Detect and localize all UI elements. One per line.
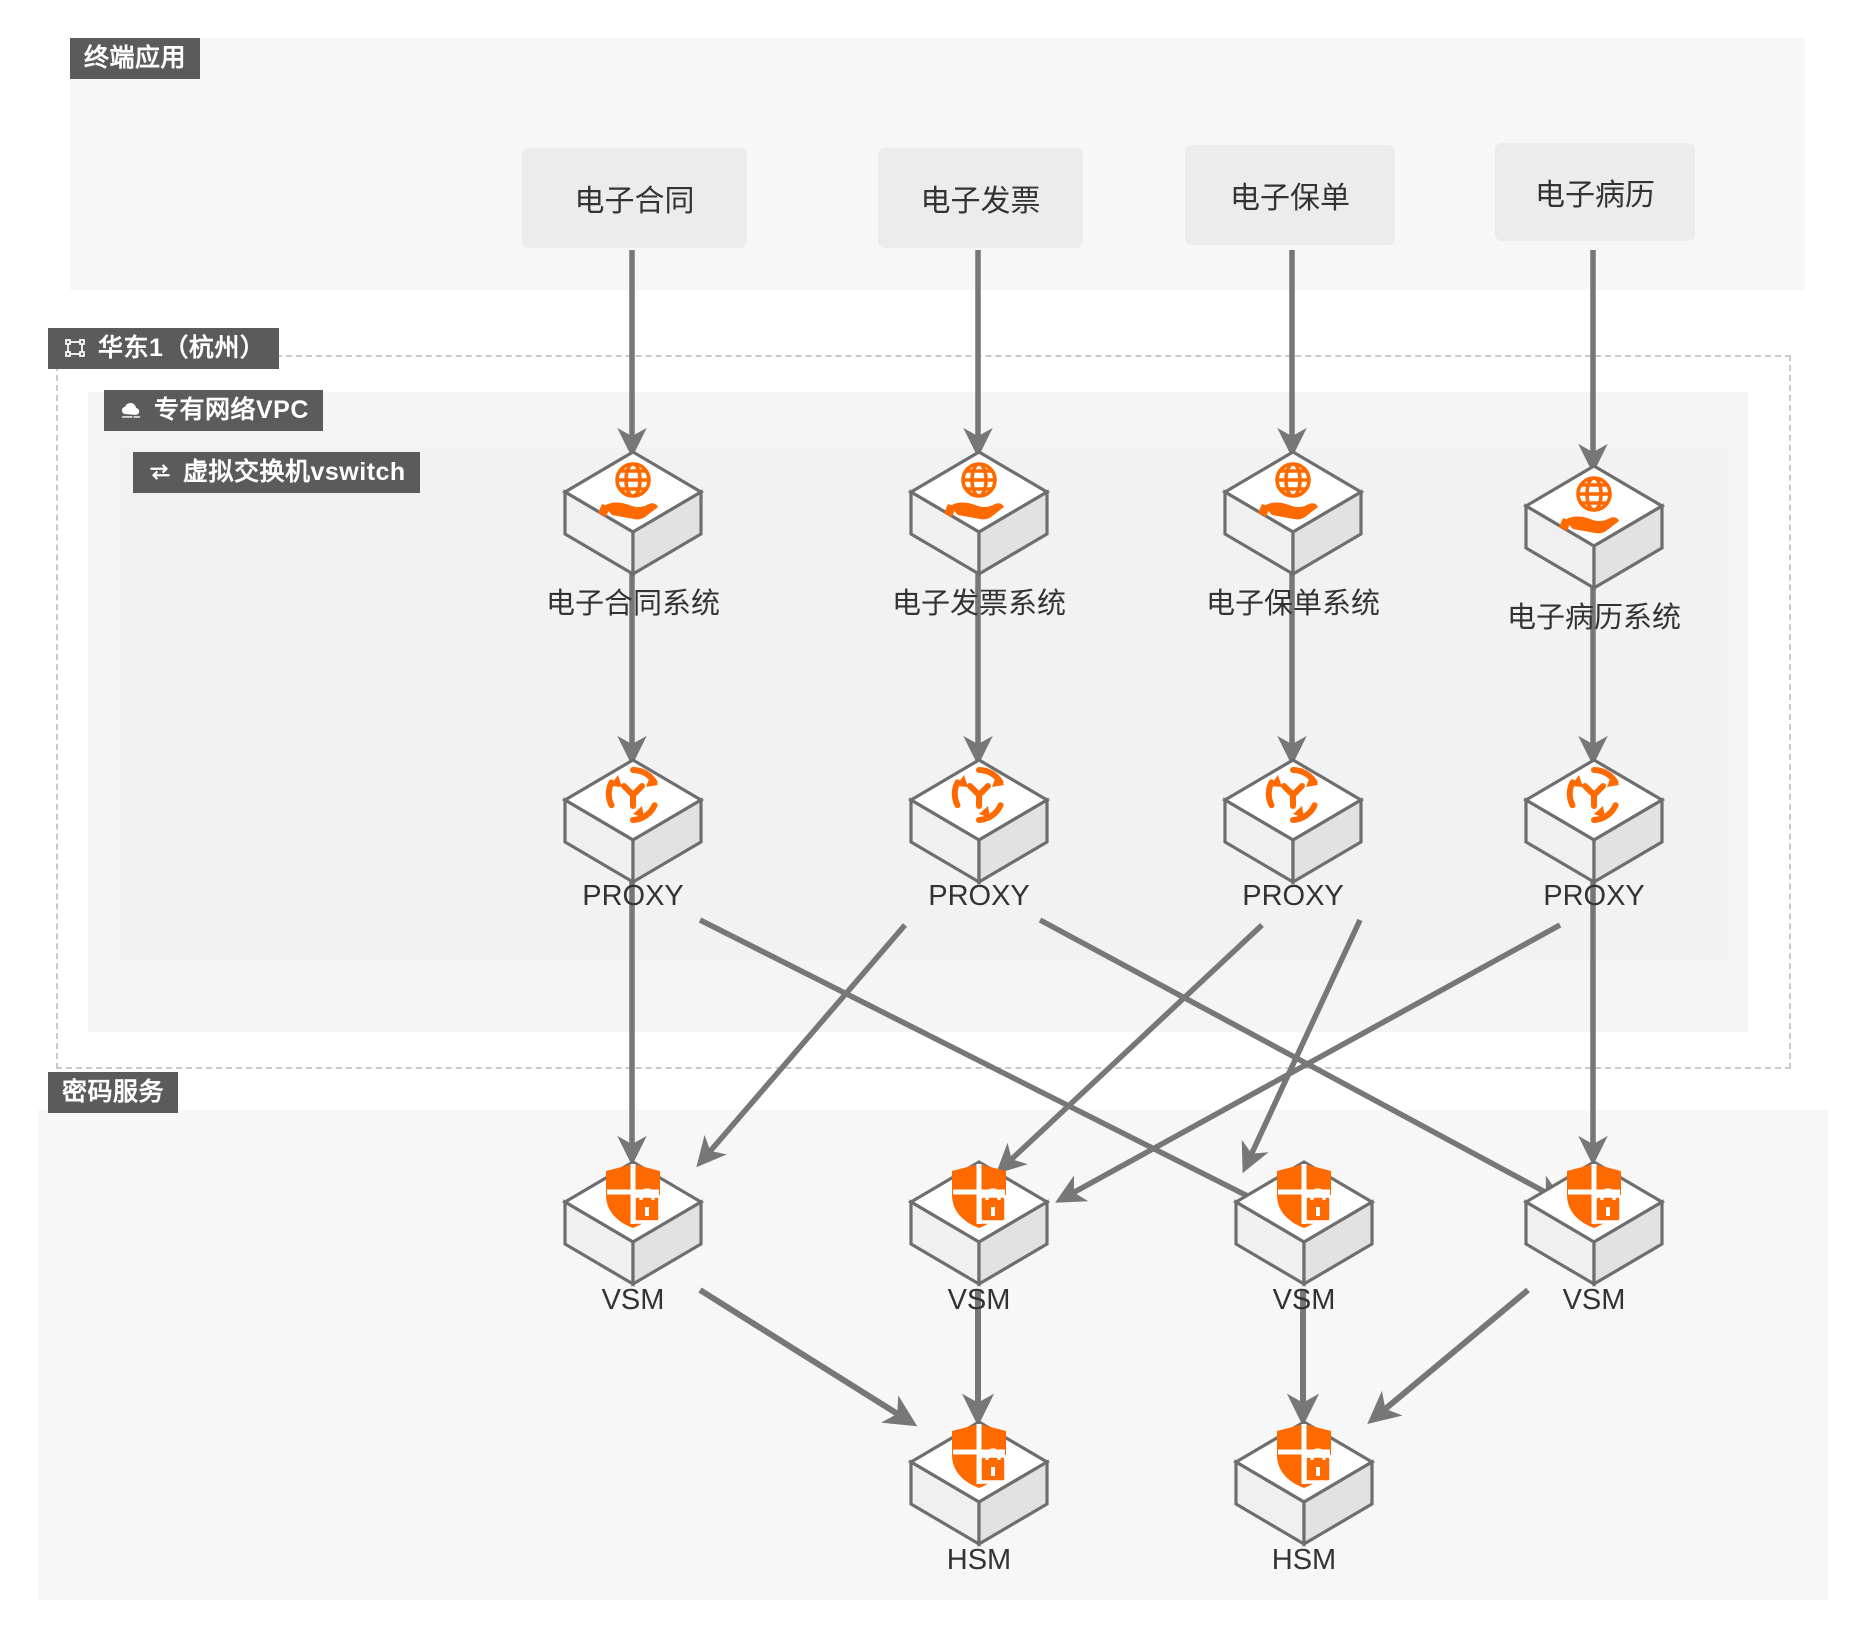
section-tag-terminal-app: 终端应用 [70,38,201,79]
node-vsm-2[interactable]: VSM [906,1158,1052,1316]
section-label: 终端应用 [84,44,187,72]
shield-lock-icon [946,1162,1012,1230]
node-label: VSM [1562,1284,1626,1316]
region-icon [62,335,88,361]
node-hsm-1[interactable]: HSM [906,1418,1052,1576]
section-label: 密码服务 [62,1078,165,1106]
node-sys-contract[interactable]: 电子合同系统 [546,448,720,620]
node-label: 电子发票系统 [891,588,1067,620]
app-label: 电子发票 [920,185,1041,218]
globe-hand-icon [1254,460,1332,526]
node-label: PROXY [928,880,1030,912]
node-proxy-2[interactable]: PROXY [906,756,1052,912]
node-label: HSM [946,1544,1012,1576]
section-label: 专有网络VPC [154,396,309,424]
node-label: PROXY [582,880,684,912]
node-sys-invoice[interactable]: 电子发票系统 [892,448,1066,620]
node-proxy-4[interactable]: PROXY [1521,756,1667,912]
node-label: 电子保单系统 [1205,588,1381,620]
node-label: HSM [1271,1544,1337,1576]
section-tag-region: 华东1（杭州） [48,328,280,369]
node-label: PROXY [1242,880,1344,912]
node-sys-record[interactable]: 电子病历系统 [1507,462,1681,634]
node-hsm-2[interactable]: HSM [1231,1418,1377,1576]
proxy-cycle-icon [1561,762,1627,828]
node-sys-policy[interactable]: 电子保单系统 [1206,448,1380,620]
shield-lock-icon [1271,1162,1337,1230]
shield-lock-icon [600,1162,666,1230]
app-label: 电子病历 [1535,179,1655,212]
node-label: 电子病历系统 [1506,602,1682,634]
node-proxy-1[interactable]: PROXY [560,756,706,912]
swap-icon [147,459,173,485]
node-vsm-4[interactable]: VSM [1521,1158,1667,1316]
node-label: VSM [947,1284,1011,1316]
cube-shape [1231,1418,1377,1548]
section-tag-crypto: 密码服务 [48,1072,179,1113]
node-label: PROXY [1543,880,1645,912]
app-box-record[interactable]: 电子病历 [1495,143,1695,241]
app-box-contract[interactable]: 电子合同 [522,148,747,248]
globe-hand-icon [940,460,1018,526]
proxy-cycle-icon [1260,762,1326,828]
globe-hand-icon [1555,474,1633,540]
shield-lock-icon [946,1422,1012,1490]
node-label: 电子合同系统 [545,588,721,620]
app-label: 电子合同 [574,185,695,218]
shield-lock-icon [1561,1162,1627,1230]
app-box-policy[interactable]: 电子保单 [1185,145,1395,245]
globe-hand-icon [594,460,672,526]
node-label: VSM [601,1284,665,1316]
proxy-cycle-icon [946,762,1012,828]
node-vsm-3[interactable]: VSM [1231,1158,1377,1316]
section-label: 虚拟交换机vswitch [183,458,406,486]
section-tag-vswitch: 虚拟交换机vswitch [133,452,420,493]
app-label: 电子保单 [1230,182,1350,215]
section-label: 华东1（杭州） [98,334,266,362]
node-vsm-1[interactable]: VSM [560,1158,706,1316]
proxy-cycle-icon [600,762,666,828]
section-tag-vpc: 专有网络VPC [104,390,323,431]
app-box-invoice[interactable]: 电子发票 [878,148,1083,248]
node-proxy-3[interactable]: PROXY [1220,756,1366,912]
node-label: VSM [1272,1284,1336,1316]
cloud-icon [118,397,144,423]
shield-lock-icon [1271,1422,1337,1490]
